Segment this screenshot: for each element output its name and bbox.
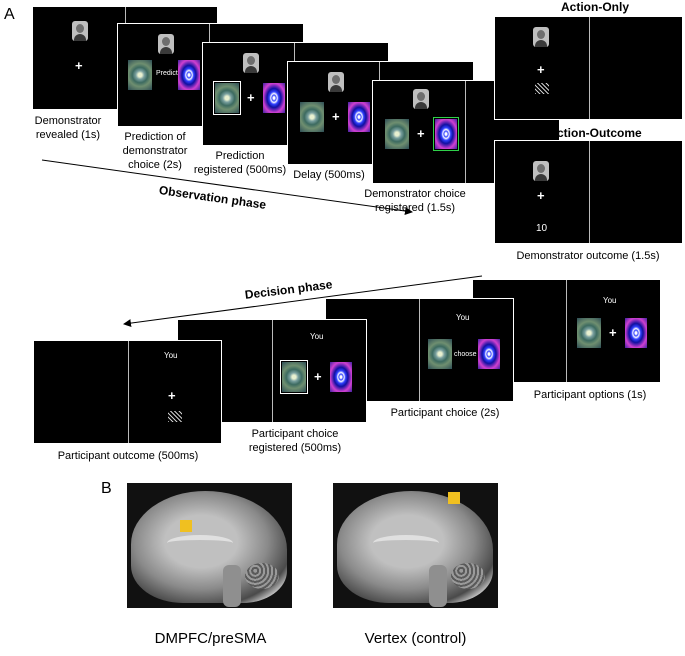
fixation-cross: + (417, 126, 425, 141)
option-b-stimulus-selected (433, 117, 459, 151)
caption-demonstrator-outcome: Demonstrator outcome (1.5s) (516, 250, 660, 262)
option-a-stimulus-selected (280, 360, 308, 394)
option-b-stimulus (478, 339, 500, 369)
action-only-title: Action-Only (561, 0, 629, 14)
decision-arrow (123, 275, 483, 328)
caption-participant-choice: Participant choice (2s) (390, 407, 500, 419)
observation-arrow (41, 159, 413, 215)
option-b-stimulus (330, 362, 352, 392)
caption-delay: Delay (500ms) (293, 169, 365, 181)
brain-image-vertex (333, 483, 498, 608)
option-a-stimulus (385, 119, 409, 149)
you-label: You (456, 313, 470, 322)
screen-action-only: + (494, 16, 683, 120)
predict-prompt: Predict (156, 70, 178, 77)
caption-participant-outcome: Participant outcome (500ms) (57, 450, 199, 462)
you-label: You (603, 296, 617, 305)
demonstrator-face-icon (413, 89, 429, 109)
option-b-stimulus (178, 60, 200, 90)
demonstrator-face-icon (243, 53, 259, 73)
choose-prompt: choose (454, 351, 477, 358)
action-outcome-title: Action-Outcome (548, 126, 642, 140)
tms-target-marker (448, 492, 460, 504)
option-b-stimulus (263, 83, 285, 113)
fixation-cross: + (75, 58, 83, 73)
option-a-stimulus (300, 102, 324, 132)
scrambled-outcome (168, 411, 182, 422)
caption-vertex: Vertex (control) (364, 630, 467, 647)
demonstrator-face-icon (72, 21, 88, 41)
fixation-cross: + (609, 325, 617, 340)
screen-participant-outcome: You + (33, 340, 222, 444)
option-b-stimulus (348, 102, 370, 132)
fixation-cross: + (332, 109, 340, 124)
demonstrator-face-icon (533, 27, 549, 47)
tms-target-marker (180, 520, 192, 532)
demonstrator-face-icon (533, 161, 549, 181)
option-a-stimulus (213, 81, 241, 115)
panel-letter-a: A (4, 6, 15, 23)
screen-action-outcome: + 10 (494, 140, 683, 244)
fixation-cross: + (168, 388, 176, 403)
option-b-stimulus (625, 318, 647, 348)
scrambled-outcome (535, 83, 549, 94)
option-a-stimulus (428, 339, 452, 369)
panel-letter-b: B (101, 480, 112, 497)
demonstrator-face-icon (158, 34, 174, 54)
caption-participant-options: Participant options (1s) (533, 389, 647, 401)
brain-image-dmpfc (127, 483, 292, 608)
fixation-cross: + (247, 90, 255, 105)
option-a-stimulus (128, 60, 152, 90)
caption-dmpfc: DMPFC/preSMA (154, 630, 267, 647)
fixation-cross: + (314, 369, 322, 384)
option-a-stimulus (577, 318, 601, 348)
fixation-cross: + (537, 62, 545, 77)
you-label: You (310, 332, 324, 341)
you-label: You (164, 351, 178, 360)
outcome-value: 10 (536, 223, 548, 234)
fixation-cross: + (537, 188, 545, 203)
demonstrator-face-icon (328, 72, 344, 92)
